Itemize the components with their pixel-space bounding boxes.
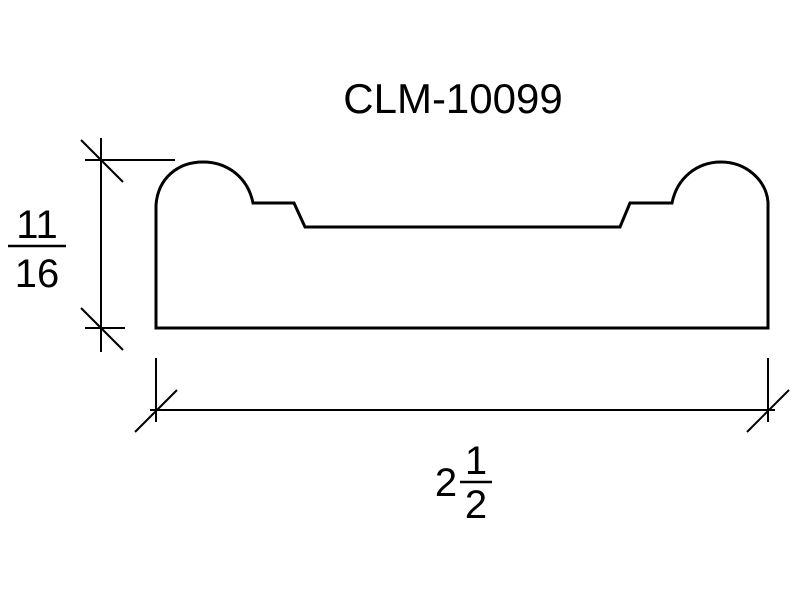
width-numerator: 1 [465, 439, 487, 483]
tick-mark [134, 389, 178, 433]
width-whole: 2 [435, 461, 457, 505]
height-denominator: 16 [15, 252, 60, 296]
tick-mark [746, 389, 790, 433]
part-number-title: CLM-10099 [343, 75, 562, 122]
tick-mark [80, 307, 124, 351]
width-denominator: 2 [465, 483, 487, 527]
width-dimension [134, 358, 790, 433]
molding-profile [154, 160, 770, 330]
tick-mark [80, 139, 124, 183]
height-dimension [80, 138, 175, 352]
height-numerator: 11 [16, 203, 58, 247]
